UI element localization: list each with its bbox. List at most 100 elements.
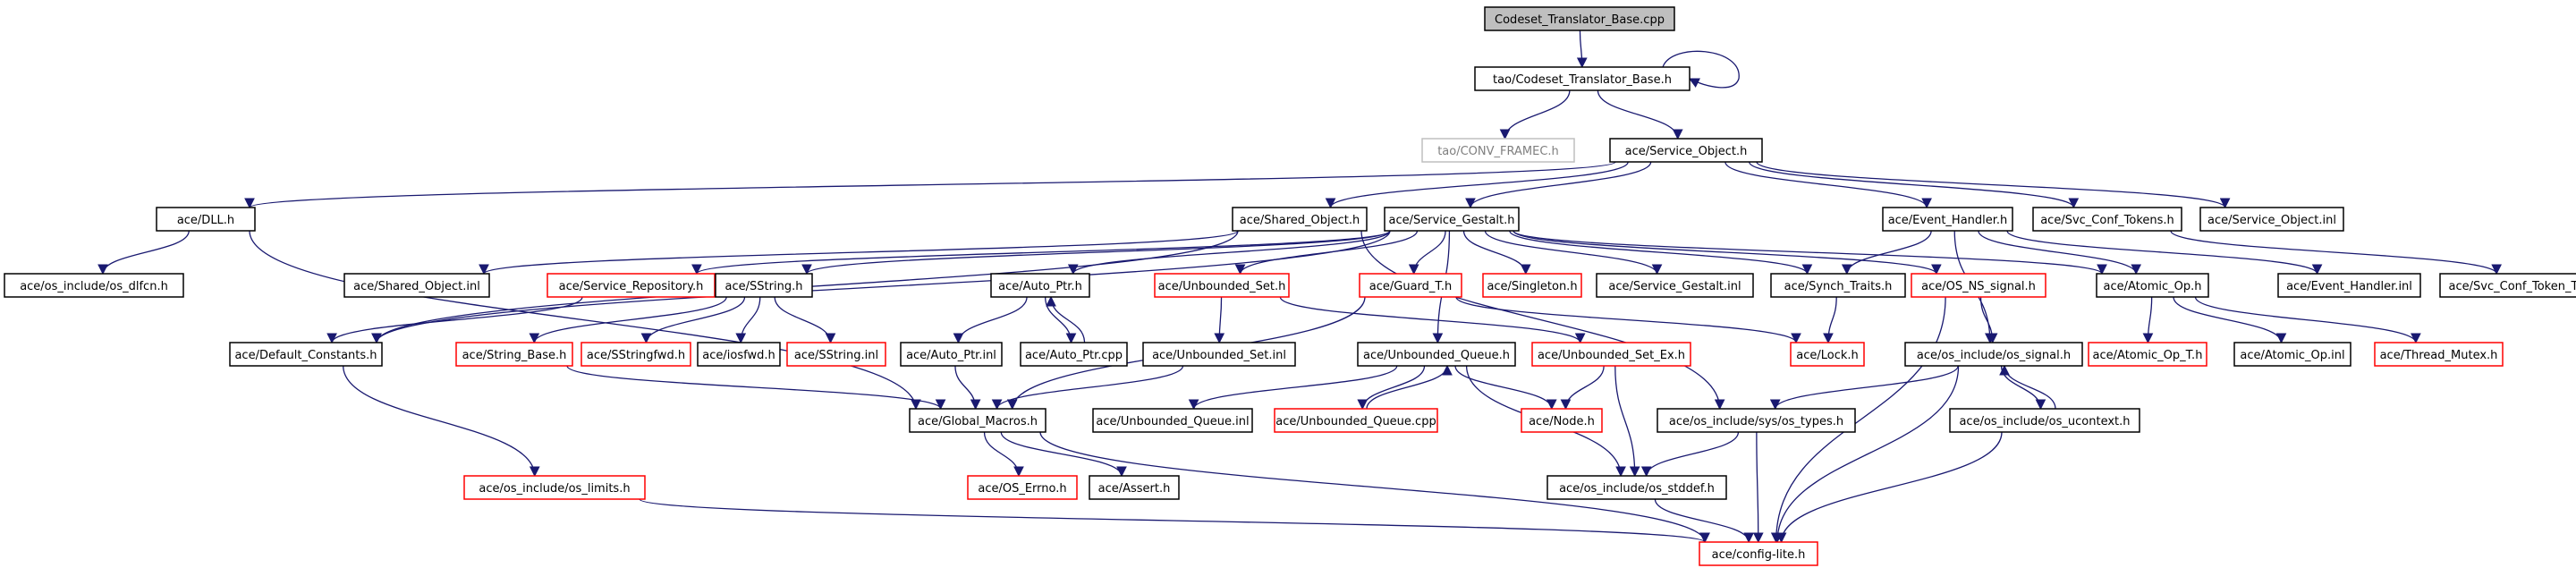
node-osucontext[interactable]: ace/os_include/os_ucontext.h <box>1949 408 2140 433</box>
node-svcgestalt[interactable]: ace/Service_Gestalt.h <box>1384 207 1520 232</box>
node-box <box>967 475 1078 500</box>
edge-svcgestalt-to-svcgestaltinl <box>1484 230 1663 276</box>
node-box <box>4 273 184 298</box>
node-dll[interactable]: ace/DLL.h <box>156 207 256 232</box>
node-autoptrcpp[interactable]: ace/Auto_Ptr.cpp <box>1020 342 1128 367</box>
edge-unbsetex-to-node <box>1560 365 1605 411</box>
node-guardt[interactable]: ace/Guard_T.h <box>1359 273 1462 298</box>
node-box <box>1521 408 1603 433</box>
node-osdlfcn[interactable]: ace/os_include/os_dlfcn.h <box>4 273 184 298</box>
edge-unbsetinl-to-globalmacros <box>991 365 1184 411</box>
node-configlite[interactable]: ace/config-lite.h <box>1699 541 1818 566</box>
node-box <box>1546 475 1727 500</box>
node-synchtraits[interactable]: ace/Synch_Traits.h <box>1770 273 1906 298</box>
edge-unbset-to-unbsetinl <box>1214 296 1225 344</box>
node-label: ace/os_include/sys/os_types.h <box>1669 415 1843 428</box>
node-unbqueuecpp[interactable]: ace/Unbounded_Queue.cpp <box>1274 408 1438 433</box>
edge-dll-to-osdlfcn <box>97 230 190 276</box>
node-svcobj[interactable]: ace/Service_Object.h <box>1609 138 1763 163</box>
node-oslimits[interactable]: ace/os_include/os_limits.h <box>463 475 646 500</box>
edge-svcgestalt-to-singleton <box>1462 230 1531 276</box>
node-sharedobj[interactable]: ace/Shared_Object.h <box>1232 207 1368 232</box>
node-autoptrinl[interactable]: ace/Auto_Ptr.inl <box>900 342 1003 367</box>
node-oserrno[interactable]: ace/OS_Errno.h <box>967 475 1078 500</box>
node-label: ace/iosfwd.h <box>702 349 775 362</box>
node-svcconftok[interactable]: ace/Svc_Conf_Tokens.h <box>2032 207 2182 232</box>
node-label: ace/config-lite.h <box>1712 548 1806 562</box>
node-root[interactable]: Codeset_Translator_Base.cpp <box>1484 6 1675 31</box>
node-sstringfwd[interactable]: ace/SStringfwd.h <box>580 342 691 367</box>
node-box <box>697 342 781 367</box>
node-box <box>1274 408 1438 433</box>
node-tao_ctb[interactable]: tao/Codeset_Translator_Base.h <box>1474 66 1690 91</box>
node-label: ace/Lock.h <box>1796 349 1859 362</box>
node-box <box>2374 342 2504 367</box>
edge-synchtraits-to-lock <box>1823 296 1837 344</box>
edge-atomicop-to-atomicopt <box>2142 296 2154 344</box>
node-svcrepo[interactable]: ace/Service_Repository.h <box>547 273 716 298</box>
node-unbqueueinl[interactable]: ace/Unbounded_Queue.inl <box>1092 408 1253 433</box>
node-box <box>1596 273 1754 298</box>
header-nodes: Codeset_Translator_Base.cpp tao/Codeset_T… <box>4 6 2576 566</box>
node-singleton[interactable]: ace/Singleton.h <box>1482 273 1582 298</box>
node-iosfwd[interactable]: ace/iosfwd.h <box>697 342 781 367</box>
node-svcgestaltinl[interactable]: ace/Service_Gestalt.inl <box>1596 273 1754 298</box>
edge-unbset-to-unbsetex <box>1279 296 1586 344</box>
node-label: ace/os_include/os_dlfcn.h <box>20 280 168 293</box>
node-label: ace/Atomic_Op.h <box>2104 280 2202 293</box>
node-conv[interactable]: tao/CONV_FRAMEC.h <box>1421 138 1575 163</box>
node-assert[interactable]: ace/Assert.h <box>1089 475 1180 500</box>
edge-osnssignal-to-ossignal <box>1979 296 1998 344</box>
node-lock[interactable]: ace/Lock.h <box>1790 342 1865 367</box>
node-label: ace/os_include/os_ucontext.h <box>1959 415 2130 428</box>
node-label: ace/Svc_Conf_Tokens.h <box>2040 214 2174 227</box>
edge-globalmacros-to-configlite <box>1039 431 1710 544</box>
node-unbsetinl[interactable]: ace/Unbounded_Set.inl <box>1142 342 1296 367</box>
node-stringbase[interactable]: ace/String_Base.h <box>455 342 573 367</box>
node-systypes[interactable]: ace/os_include/sys/os_types.h <box>1657 408 1856 433</box>
node-label: ace/Atomic_Op.inl <box>2240 349 2344 362</box>
node-sharedobjinl[interactable]: ace/Shared_Object.inl <box>343 273 490 298</box>
node-box <box>463 475 646 500</box>
node-ossignal[interactable]: ace/os_include/os_signal.h <box>1904 342 2083 367</box>
node-defconst[interactable]: ace/Default_Constants.h <box>229 342 383 367</box>
edge-osucontext-to-ossignal <box>1999 364 2056 410</box>
node-osnssignal[interactable]: ace/OS_NS_signal.h <box>1911 273 2046 298</box>
node-sstringinl[interactable]: ace/SString.inl <box>786 342 886 367</box>
node-atomicopinl[interactable]: ace/Atomic_Op.inl <box>2233 342 2351 367</box>
edge-tao_ctb-to-conv <box>1499 89 1571 140</box>
node-box <box>229 342 383 367</box>
node-unbset[interactable]: ace/Unbounded_Set.h <box>1154 273 1290 298</box>
node-label: ace/Unbounded_Set.h <box>1158 280 1286 293</box>
node-atomicop[interactable]: ace/Atomic_Op.h <box>2096 273 2209 298</box>
node-label: ace/Shared_Object.h <box>1240 214 1360 227</box>
node-unbsetex[interactable]: ace/Unbounded_Set_Ex.h <box>1531 342 1691 367</box>
node-unbqueue[interactable]: ace/Unbounded_Queue.h <box>1357 342 1516 367</box>
node-node[interactable]: ace/Node.h <box>1521 408 1603 433</box>
node-svcconftoktable[interactable]: ace/Svc_Conf_Token_Table.h <box>2439 273 2576 298</box>
node-threadmutex[interactable]: ace/Thread_Mutex.h <box>2374 342 2504 367</box>
node-svcobjinl[interactable]: ace/Service_Object.inl <box>2199 207 2344 232</box>
edge-svcgestalt-to-guardt <box>1408 230 1446 276</box>
node-box <box>1384 207 1520 232</box>
node-osstddef[interactable]: ace/os_include/os_stddef.h <box>1546 475 1727 500</box>
node-box <box>2277 273 2421 298</box>
node-evhandler[interactable]: ace/Event_Handler.h <box>1882 207 2013 232</box>
node-globalmacros[interactable]: ace/Global_Macros.h <box>909 408 1046 433</box>
node-sstring[interactable]: ace/SString.h <box>715 273 813 298</box>
node-box <box>1609 138 1763 163</box>
edge-ossignal-to-osucontext <box>2000 365 2046 411</box>
node-box <box>2199 207 2344 232</box>
node-atomicopt[interactable]: ace/Atomic_Op_T.h <box>2088 342 2207 367</box>
node-box <box>1142 342 1296 367</box>
edge-osnssignal-to-configlite <box>1770 296 1946 544</box>
node-box <box>2088 342 2207 367</box>
node-box <box>1482 273 1582 298</box>
node-box <box>1154 273 1290 298</box>
node-box <box>2032 207 2182 232</box>
node-evhandlerinl[interactable]: ace/Event_Handler.inl <box>2277 273 2421 298</box>
node-label: ace/Unbounded_Set_Ex.h <box>1538 349 1685 362</box>
node-box <box>990 273 1090 298</box>
node-autoptr[interactable]: ace/Auto_Ptr.h <box>990 273 1090 298</box>
node-label: ace/Service_Gestalt.h <box>1388 214 1514 227</box>
